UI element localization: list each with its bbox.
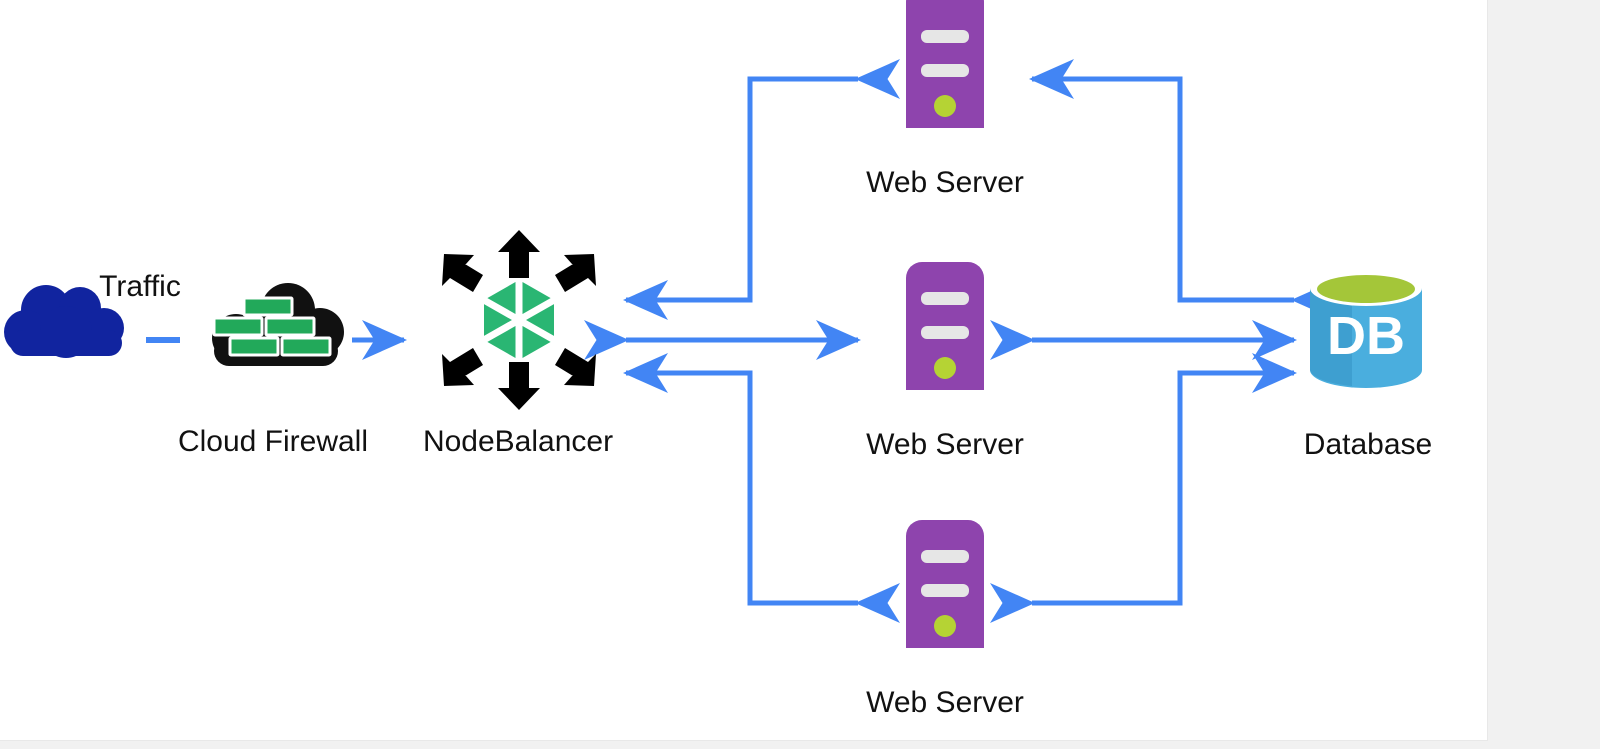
traffic-cloud: [4, 280, 140, 372]
database-label: Database: [1303, 428, 1433, 461]
web-server-icon: [906, 520, 984, 648]
web-server-3-label: Web Server: [866, 686, 1024, 719]
cloud-firewall-icon: [212, 283, 344, 366]
nodebalancer-icon: [442, 230, 596, 410]
database: DB: [1306, 270, 1426, 394]
web-server-1: [906, 0, 984, 128]
web-server-2: [906, 262, 984, 390]
web-server-2-label: Web Server: [866, 428, 1024, 461]
web-server-1-label: Web Server: [866, 166, 1024, 199]
wire-webserver1-database: [1028, 59, 1336, 320]
wire-nodebalancer-webserver1: [622, 59, 900, 320]
nodebalancer: [428, 228, 610, 412]
diagram-canvas: Traffic Cloud Firewall: [0, 0, 1488, 741]
web-server-icon: [906, 262, 984, 390]
traffic-cloud-icon: [4, 285, 124, 358]
wire-webserver3-database: [990, 353, 1298, 623]
cloud-firewall-label: Cloud Firewall: [177, 425, 369, 458]
database-icon: DB: [1310, 270, 1422, 388]
database-db-glyph: DB: [1327, 306, 1405, 366]
web-server-icon: [906, 0, 984, 128]
web-server-3: [906, 520, 984, 648]
wire-nodebalancer-webserver3: [622, 353, 900, 623]
cloud-firewall: [196, 280, 352, 380]
nodebalancer-label: NodeBalancer: [422, 425, 614, 458]
traffic-label: Traffic: [99, 270, 181, 303]
